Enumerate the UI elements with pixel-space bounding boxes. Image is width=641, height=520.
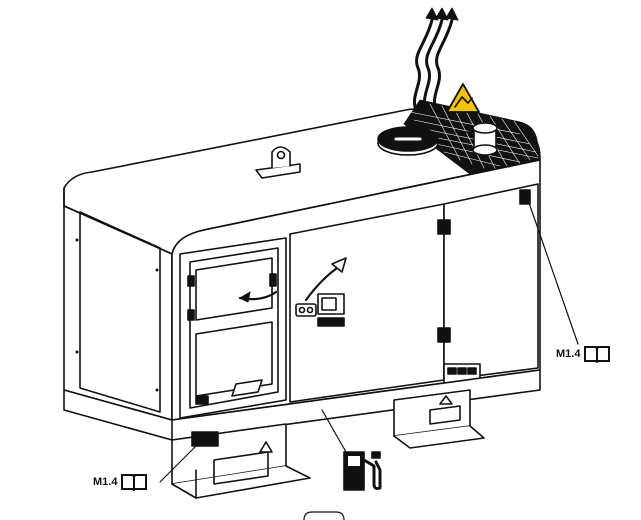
door-handle bbox=[295, 293, 345, 327]
door-hinge bbox=[437, 219, 451, 343]
left-side-panel-inset bbox=[79, 211, 161, 413]
manual-reference-label: M1.4 bbox=[93, 476, 118, 488]
exhaust-fumes-icon bbox=[413, 7, 459, 112]
roof-vent-grid bbox=[403, 99, 541, 175]
manual-reference-label: M1.4 bbox=[556, 348, 581, 360]
hot-surface-warning-icon bbox=[446, 83, 480, 113]
breaker-panel bbox=[519, 189, 531, 205]
access-door-right bbox=[443, 183, 539, 381]
lifting-eye bbox=[255, 146, 301, 179]
radiator-cap bbox=[455, 122, 498, 156]
base-skid-left bbox=[171, 423, 311, 499]
roof-cap bbox=[377, 126, 439, 156]
base-skid-right bbox=[393, 389, 485, 449]
fuel-pump-icon bbox=[321, 409, 382, 491]
manual-reference-left: M1.4 bbox=[93, 473, 148, 491]
manual-reference-right: M1.4 bbox=[556, 345, 611, 363]
callout-leader-left bbox=[159, 445, 197, 483]
access-door-center bbox=[289, 203, 445, 403]
control-panel-window bbox=[179, 237, 287, 419]
manual-book-icon bbox=[584, 346, 611, 363]
callout-leader-right bbox=[527, 199, 579, 345]
manual-book-icon bbox=[121, 474, 148, 491]
